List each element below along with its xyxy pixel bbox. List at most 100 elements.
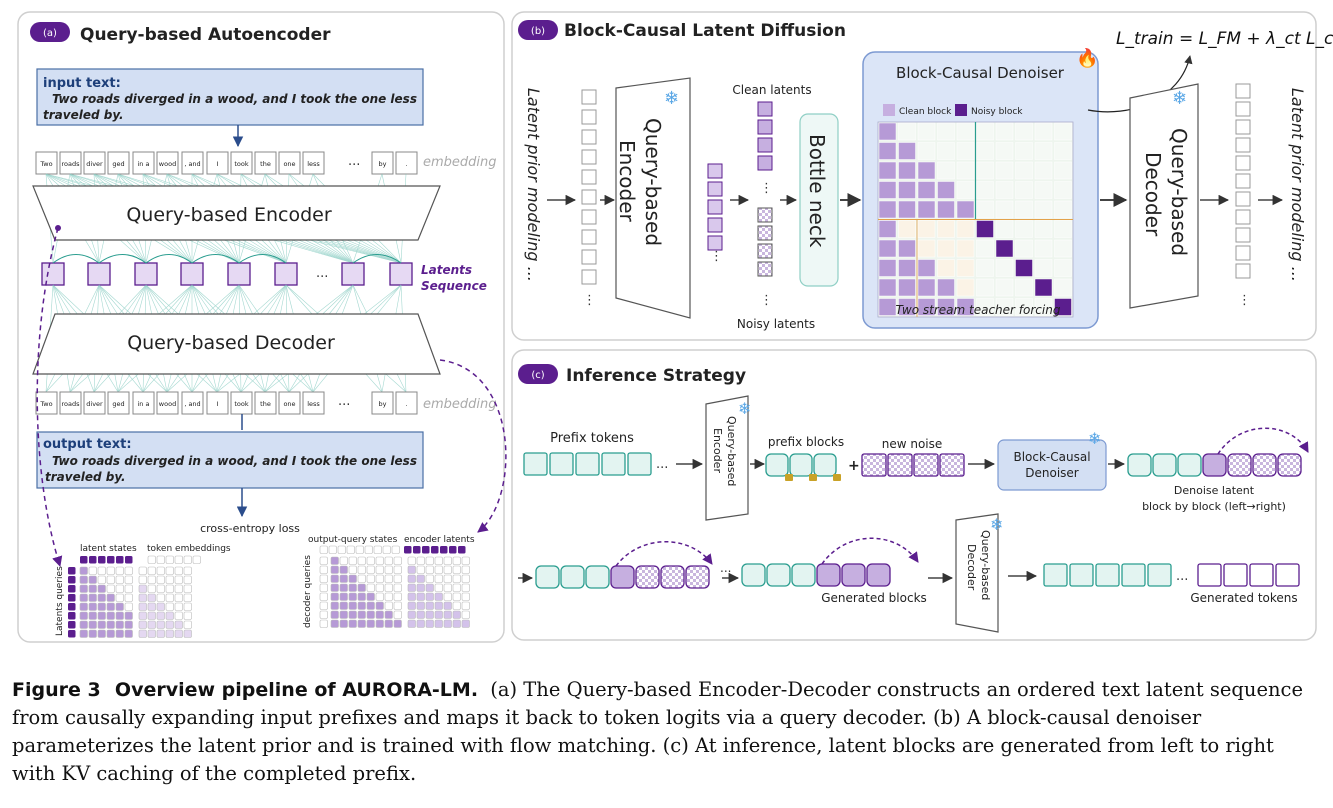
mask-cell bbox=[357, 619, 366, 628]
mask-cell bbox=[407, 583, 416, 592]
panel-c-decoder-line2: Decoder bbox=[965, 544, 978, 591]
matrix-cell bbox=[937, 278, 955, 297]
mask-cell bbox=[115, 575, 124, 584]
matrix-cell bbox=[937, 298, 955, 316]
mask-cell bbox=[366, 583, 375, 592]
mask-cell bbox=[434, 574, 443, 583]
mask-cell bbox=[330, 565, 339, 574]
mask-cell bbox=[384, 583, 393, 592]
noise-block bbox=[1252, 453, 1277, 477]
caption-label: Figure 3 bbox=[12, 679, 101, 701]
matrix-cell bbox=[1015, 200, 1033, 219]
mask-cell bbox=[124, 620, 133, 629]
mask-cell bbox=[443, 574, 452, 583]
mask-cell bbox=[330, 610, 339, 619]
matrix-cell bbox=[917, 122, 936, 141]
mask-cell bbox=[88, 566, 97, 575]
prefix-block bbox=[813, 453, 837, 477]
figure-diagram: (a) Query-based Autoencoder input text: … bbox=[17, 11, 1333, 643]
query-decoder-block bbox=[32, 313, 441, 375]
teal-block bbox=[601, 452, 626, 476]
matrix-cell bbox=[1054, 122, 1072, 141]
noisy-latent-square bbox=[757, 261, 773, 277]
mask-cell bbox=[138, 611, 147, 620]
token-box bbox=[302, 151, 325, 175]
mask-cell bbox=[425, 556, 434, 565]
legend-clean-label: Clean block bbox=[899, 107, 952, 117]
mask-cell bbox=[79, 566, 88, 575]
mask-cell bbox=[339, 574, 348, 583]
input-token-square bbox=[581, 169, 597, 185]
token-text: I bbox=[217, 160, 219, 168]
mask-cell bbox=[79, 575, 88, 584]
noise-block bbox=[685, 565, 710, 589]
matrix-cell bbox=[917, 239, 936, 258]
token-text: the bbox=[260, 160, 271, 168]
mask-cell bbox=[174, 629, 183, 638]
denoiser-title: Block-Causal Denoiser bbox=[896, 64, 1065, 82]
noise-block bbox=[861, 453, 887, 477]
mask-cell bbox=[393, 610, 402, 619]
mask-row-cell bbox=[319, 610, 328, 619]
mask-header-cell bbox=[449, 546, 457, 554]
token-ellipsis-top: ... bbox=[348, 154, 360, 169]
latent-square bbox=[87, 262, 111, 286]
panel-b-decoder-line2: Decoder bbox=[1141, 152, 1165, 237]
mask-row-cell bbox=[68, 567, 76, 575]
training-loss-formula: L_train = L_FM + λ_ct L_ct bbox=[1116, 29, 1333, 49]
prefix-tokens-label: Prefix tokens bbox=[550, 431, 634, 446]
mask-cell bbox=[357, 565, 366, 574]
matrix-cell bbox=[917, 161, 936, 180]
mask-cell bbox=[375, 592, 384, 601]
token-text: , and bbox=[184, 160, 200, 168]
prefix-block-row bbox=[765, 453, 841, 481]
mask-cell bbox=[366, 574, 375, 583]
mask-cell bbox=[79, 620, 88, 629]
token-text: in a bbox=[138, 400, 150, 408]
panel-c-decoder bbox=[955, 513, 999, 633]
mask-cell bbox=[434, 583, 443, 592]
clean-col-ellipsis: ⋮ bbox=[760, 181, 773, 196]
mask-cell bbox=[115, 566, 124, 575]
matrix-cell bbox=[1034, 220, 1053, 238]
matrix-cell bbox=[878, 220, 897, 238]
output-token-square bbox=[1235, 245, 1251, 261]
latent-link bbox=[98, 254, 147, 264]
panel-b-decoder-line1: Query-based bbox=[1167, 128, 1191, 256]
mask-cell bbox=[165, 593, 174, 602]
mask-cell bbox=[97, 602, 106, 611]
input-token-square bbox=[581, 149, 597, 165]
mask-header-cell bbox=[147, 555, 156, 564]
matrix-cell bbox=[1054, 278, 1072, 297]
mask-cell bbox=[407, 619, 416, 628]
input-text-line1: Two roads diverged in a wood, and I took… bbox=[52, 92, 417, 106]
mask-cell bbox=[348, 619, 357, 628]
mask-cell bbox=[330, 592, 339, 601]
matrix-cell bbox=[976, 298, 994, 316]
mask-cell bbox=[357, 556, 366, 565]
output-token-square bbox=[1235, 83, 1251, 99]
matrix-cell bbox=[1054, 142, 1072, 160]
generated-block bbox=[841, 563, 866, 587]
matrix-cell bbox=[976, 161, 994, 180]
matrix-cell bbox=[1015, 142, 1033, 160]
token-text: ged bbox=[112, 400, 124, 408]
mask-cell bbox=[434, 610, 443, 619]
matrix-cell bbox=[1034, 122, 1053, 141]
mask-cell bbox=[461, 565, 470, 574]
mask-row-cell bbox=[68, 621, 76, 629]
teacher-forcing-label: Two stream teacher forcing bbox=[896, 303, 1061, 317]
matrix-cell bbox=[976, 142, 994, 160]
input-token-square bbox=[581, 249, 597, 265]
mask-cell bbox=[452, 610, 461, 619]
matrix-cell bbox=[976, 122, 994, 141]
generated-tokens-label: Generated tokens bbox=[1190, 591, 1297, 605]
clean-latent-square bbox=[757, 137, 773, 153]
lock-icon bbox=[809, 474, 817, 481]
latent-link bbox=[52, 254, 100, 264]
mask-cell bbox=[174, 566, 183, 575]
mask-cell bbox=[461, 583, 470, 592]
mask-cell bbox=[174, 620, 183, 629]
generated-token bbox=[1275, 563, 1300, 587]
mask-cell bbox=[183, 566, 192, 575]
